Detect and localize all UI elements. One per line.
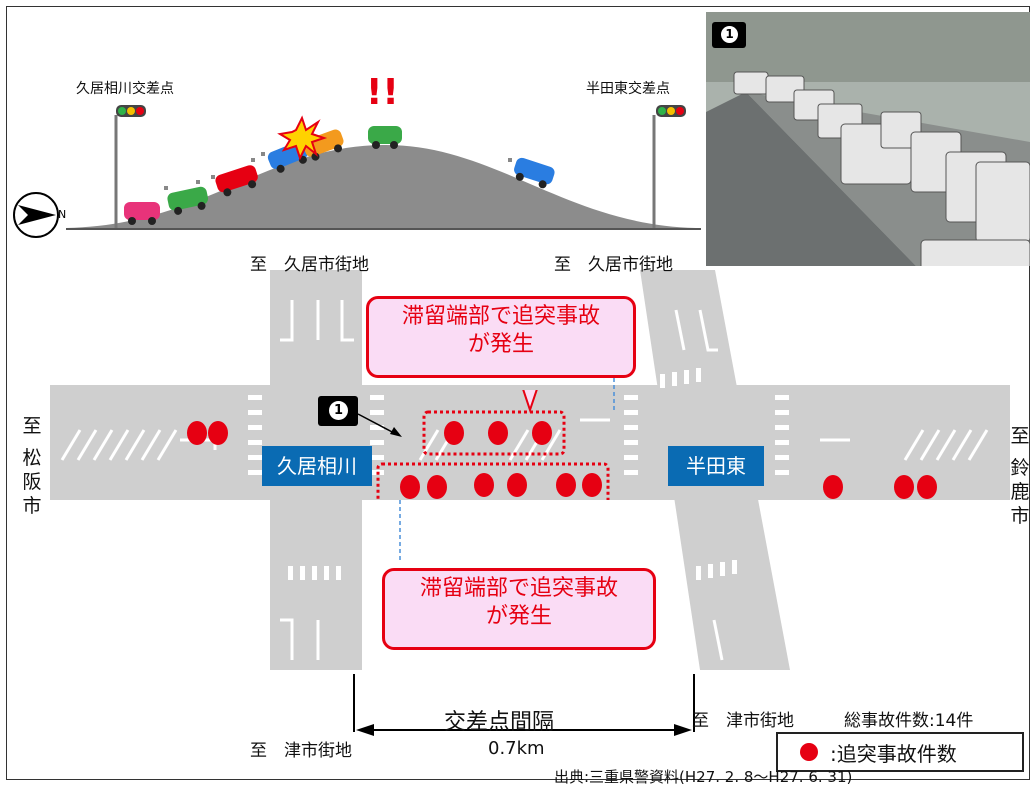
accident-dot (474, 473, 494, 497)
accident-dot (444, 421, 464, 445)
legend: :追突事故件数 (776, 732, 1024, 772)
left-signal-label: 久居相川交差点 (76, 81, 174, 97)
dest-top-left: 至 久居市街地 (250, 255, 369, 275)
accident-dot (400, 475, 420, 499)
highlight-box-upper (422, 410, 566, 456)
camera-icon: 1 (318, 396, 358, 426)
traffic-signal-right-icon (652, 105, 686, 228)
accident-dot (917, 475, 937, 499)
road-profile-illustration: N (13, 105, 701, 238)
total-accidents: 総事故件数:14件 (844, 711, 974, 731)
dest-right: 至鈴 鹿市 (1010, 425, 1030, 527)
accident-dot (823, 475, 843, 499)
svg-text:N: N (58, 208, 66, 221)
highlight-box-lower (376, 462, 610, 500)
accident-dot (507, 473, 527, 497)
accident-dot (208, 421, 228, 445)
traffic-signal-left-icon (114, 105, 146, 228)
spacing-dimension-line (353, 690, 695, 736)
car-green-top-icon (368, 126, 402, 149)
dest-top-right: 至 久居市街地 (554, 255, 673, 275)
intersection-label-handa-higashi: 半田東 (668, 446, 764, 486)
dest-bottom-left: 至 津市街地 (250, 741, 352, 761)
car-pink-icon (124, 202, 160, 225)
dest-bottom-right: 至 津市街地 (692, 711, 794, 731)
car-blue-down-icon (514, 157, 555, 189)
camera-icon: 1 (712, 22, 746, 48)
accident-dot (582, 473, 602, 497)
accident-dot (894, 475, 914, 499)
alert-marks: !! (366, 72, 399, 113)
car-green-icon (167, 186, 209, 215)
collision-burst-icon (277, 115, 328, 161)
traffic-photo: 1 (706, 12, 1030, 266)
legend-label: :追突事故件数 (830, 742, 957, 766)
accident-dots (187, 390, 937, 500)
dust-marks (164, 152, 512, 190)
accident-dot (556, 473, 576, 497)
accident-dot (187, 421, 207, 445)
intersection-label-kui-aikawa: 久居相川 (262, 446, 372, 486)
source-note: 出典:三重県警資料(H27. 2. 8～H27. 6. 31) (554, 768, 853, 786)
accident-dot (427, 475, 447, 499)
spacing-title: 交差点間隔 (444, 710, 555, 735)
car-red-icon (215, 165, 258, 197)
callout-lower: 滞留端部で追突事故が発生 (382, 568, 656, 650)
dest-left: 至松 阪市 (22, 415, 42, 517)
hill-shape (66, 145, 696, 230)
north-arrow-icon: N (13, 192, 66, 238)
figure-frame (6, 6, 1030, 780)
right-signal-label: 半田東交差点 (586, 81, 670, 97)
accident-dot (488, 421, 508, 445)
accident-dot (532, 421, 552, 445)
spacing-value: 0.7km (488, 738, 545, 759)
callout-upper: 滞留端部で追突事故が発生 (366, 296, 636, 378)
legend-dot-icon (800, 743, 818, 761)
